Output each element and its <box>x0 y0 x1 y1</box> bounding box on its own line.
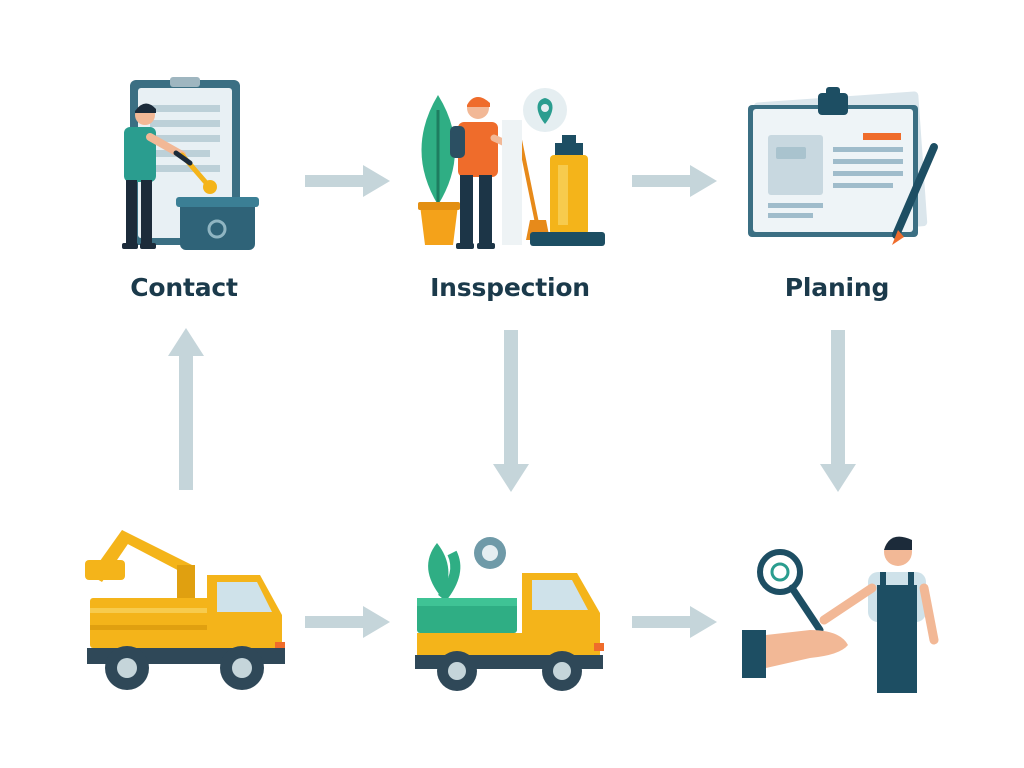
crane-truck-icon <box>85 530 285 690</box>
arrow-planning-to-handover <box>820 330 856 492</box>
arrow-inspection-to-planning <box>632 165 717 197</box>
plant-truck-icon <box>415 537 604 691</box>
step-label-contact: Contact <box>130 273 238 302</box>
worker-with-plant-icon <box>418 88 605 249</box>
arrow-pickup-to-transport <box>305 606 390 638</box>
arrow-inspection-to-transport <box>493 330 529 492</box>
worker-with-clipboard-icon <box>122 77 259 250</box>
arrow-transport-to-handover <box>632 606 717 638</box>
arrow-contact-to-inspection <box>305 165 390 197</box>
step-label-inspection: Insspection <box>430 273 590 302</box>
plan-document-icon <box>748 87 938 245</box>
arrow-pickup-to-contact <box>168 328 204 490</box>
handshake-inspector-icon <box>742 536 939 693</box>
step-label-planning: Planing <box>784 273 890 302</box>
